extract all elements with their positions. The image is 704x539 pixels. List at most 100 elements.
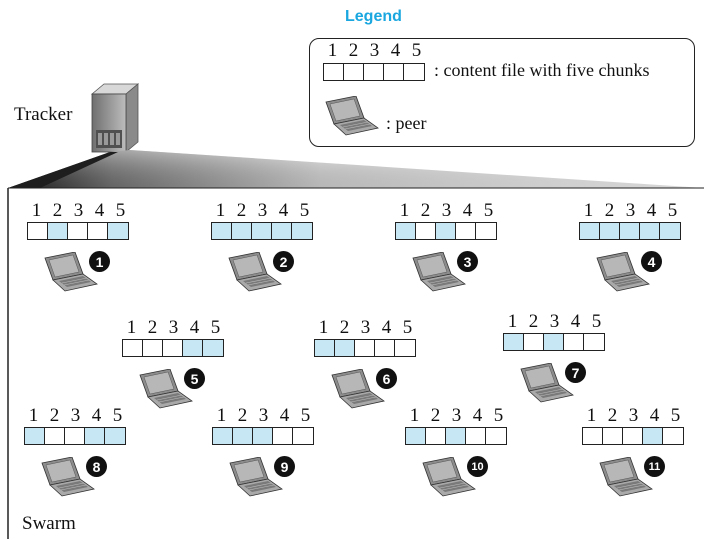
peer-5-chunk-number: 2 [147, 317, 158, 338]
peer-10-chunk-1 [406, 428, 426, 444]
peer-10-chunk-number: 4 [472, 405, 483, 426]
peer-11-chunk-number: 4 [649, 405, 660, 426]
peer-1-chunk-1 [28, 223, 48, 239]
legend-chunk-number: 3 [369, 40, 380, 61]
legend-file-desc: : content file with five chunks [434, 60, 650, 80]
peer-9-chunk-2 [233, 428, 253, 444]
peer-8-chunk-5 [105, 428, 125, 444]
peer-10-chunk-number: 2 [430, 405, 441, 426]
peer-4-chunk-2 [600, 223, 620, 239]
peer-8-chunk-number: 4 [91, 405, 102, 426]
peer-4-chunk-number: 4 [646, 200, 657, 221]
peer-4-chunk-number: 1 [583, 200, 594, 221]
peer-4-chunk-4 [640, 223, 660, 239]
peer-1-chunk-3 [68, 223, 88, 239]
tracker-label: Tracker [14, 104, 73, 125]
legend-chunk-3 [364, 64, 384, 80]
peer-10-laptop-icon [417, 456, 477, 502]
legend-chunk-5 [404, 64, 424, 80]
legend-chunk-bar [323, 63, 425, 81]
peer-4-chunk-number: 2 [604, 200, 615, 221]
peer-3-chunk-bar [395, 222, 497, 240]
peer-1-chunk-number: 1 [31, 200, 42, 221]
peer-2-chunk-1 [212, 223, 232, 239]
peer-9-laptop-icon [224, 456, 284, 502]
peer-2-badge: 2 [273, 251, 294, 272]
peer-5-chunk-4 [183, 340, 203, 356]
peer-8-chunk-number: 1 [28, 405, 39, 426]
peer-2-chunk-number: 1 [215, 200, 226, 221]
peer-10-chunk-number: 5 [493, 405, 504, 426]
peer-8-chunk-number: 2 [49, 405, 60, 426]
peer-3-chunk-4 [456, 223, 476, 239]
peer-5-chunk-number: 5 [210, 317, 221, 338]
peer-5-chunk-number: 1 [126, 317, 137, 338]
peer-1-chunk-4 [88, 223, 108, 239]
peer-5-chunk-2 [143, 340, 163, 356]
peer-11-badge: 11 [644, 456, 665, 477]
peer-9-chunk-3 [253, 428, 273, 444]
peer-9-chunk-number: 3 [258, 405, 269, 426]
peer-7-chunk-4 [564, 334, 584, 350]
peer-4-chunk-3 [620, 223, 640, 239]
peer-8-badge: 8 [86, 456, 107, 477]
peer-11-chunk-5 [663, 428, 683, 444]
peer-9-chunk-number: 1 [216, 405, 227, 426]
peer-3-badge: 3 [457, 251, 478, 272]
peer-6-chunk-number: 4 [381, 317, 392, 338]
peer-7-chunk-1 [504, 334, 524, 350]
peer-1-chunk-number: 2 [52, 200, 63, 221]
tracker-server-icon [90, 83, 140, 153]
peer-2-chunk-4 [272, 223, 292, 239]
peer-5-chunk-number: 4 [189, 317, 200, 338]
peer-3-chunk-3 [436, 223, 456, 239]
legend-chunk-1 [324, 64, 344, 80]
peer-10-chunk-5 [486, 428, 506, 444]
peer-6-chunk-number: 3 [360, 317, 371, 338]
peer-4-chunk-number: 3 [625, 200, 636, 221]
peer-8-chunk-bar [24, 427, 126, 445]
peer-1-chunk-number: 4 [94, 200, 105, 221]
peer-7-chunk-5 [584, 334, 604, 350]
peer-3-chunk-number: 2 [420, 200, 431, 221]
peer-11-chunk-1 [583, 428, 603, 444]
peer-10-chunk-number: 1 [409, 405, 420, 426]
legend-laptop-icon [320, 95, 380, 136]
peer-11-chunk-4 [643, 428, 663, 444]
peer-11-laptop-icon [594, 456, 654, 502]
legend-chunk-number: 4 [390, 40, 401, 61]
peer-2-laptop-icon [223, 251, 283, 297]
peer-5-chunk-number: 3 [168, 317, 179, 338]
peer-6-chunk-number: 2 [339, 317, 350, 338]
peer-8-chunk-4 [85, 428, 105, 444]
peer-3-chunk-number: 5 [483, 200, 494, 221]
peer-5-chunk-3 [163, 340, 183, 356]
peer-1-chunk-bar [27, 222, 129, 240]
peer-1-chunk-2 [48, 223, 68, 239]
peer-2-chunk-number: 5 [299, 200, 310, 221]
peer-2-chunk-number: 2 [236, 200, 247, 221]
peer-5-chunk-5 [203, 340, 223, 356]
peer-6-chunk-2 [335, 340, 355, 356]
peer-2-chunk-number: 3 [257, 200, 268, 221]
peer-9-chunk-1 [213, 428, 233, 444]
peer-11-chunk-3 [623, 428, 643, 444]
peer-9-chunk-5 [293, 428, 313, 444]
peer-7-chunk-number: 5 [591, 311, 602, 332]
peer-7-laptop-icon [515, 362, 575, 408]
peer-6-badge: 6 [376, 368, 397, 389]
peer-9-badge: 9 [274, 456, 295, 477]
peer-4-chunk-1 [580, 223, 600, 239]
peer-8-chunk-2 [45, 428, 65, 444]
peer-8-chunk-number: 3 [70, 405, 81, 426]
peer-2-chunk-5 [292, 223, 312, 239]
peer-6-laptop-icon [326, 368, 386, 414]
peer-3-chunk-number: 3 [441, 200, 452, 221]
peer-1-chunk-5 [108, 223, 128, 239]
